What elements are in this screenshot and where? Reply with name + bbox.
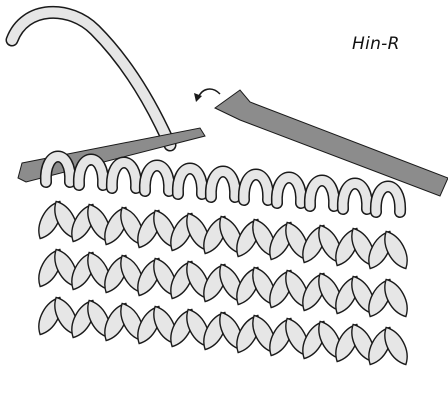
stitch-columns [33, 198, 413, 369]
stitch-loop [310, 181, 334, 207]
stitch-loop [343, 184, 367, 210]
stitch-loop [376, 187, 400, 213]
stitch-loop [112, 163, 136, 189]
stitch-loop [244, 175, 268, 201]
stitch-loop [79, 160, 103, 186]
diagram-label: Hin-R [352, 34, 400, 54]
stitch-loop [211, 172, 235, 198]
stitch-loop [178, 169, 202, 195]
needle-loops [46, 157, 400, 213]
stitch-loop [277, 178, 301, 204]
stitch-loop [145, 166, 169, 192]
